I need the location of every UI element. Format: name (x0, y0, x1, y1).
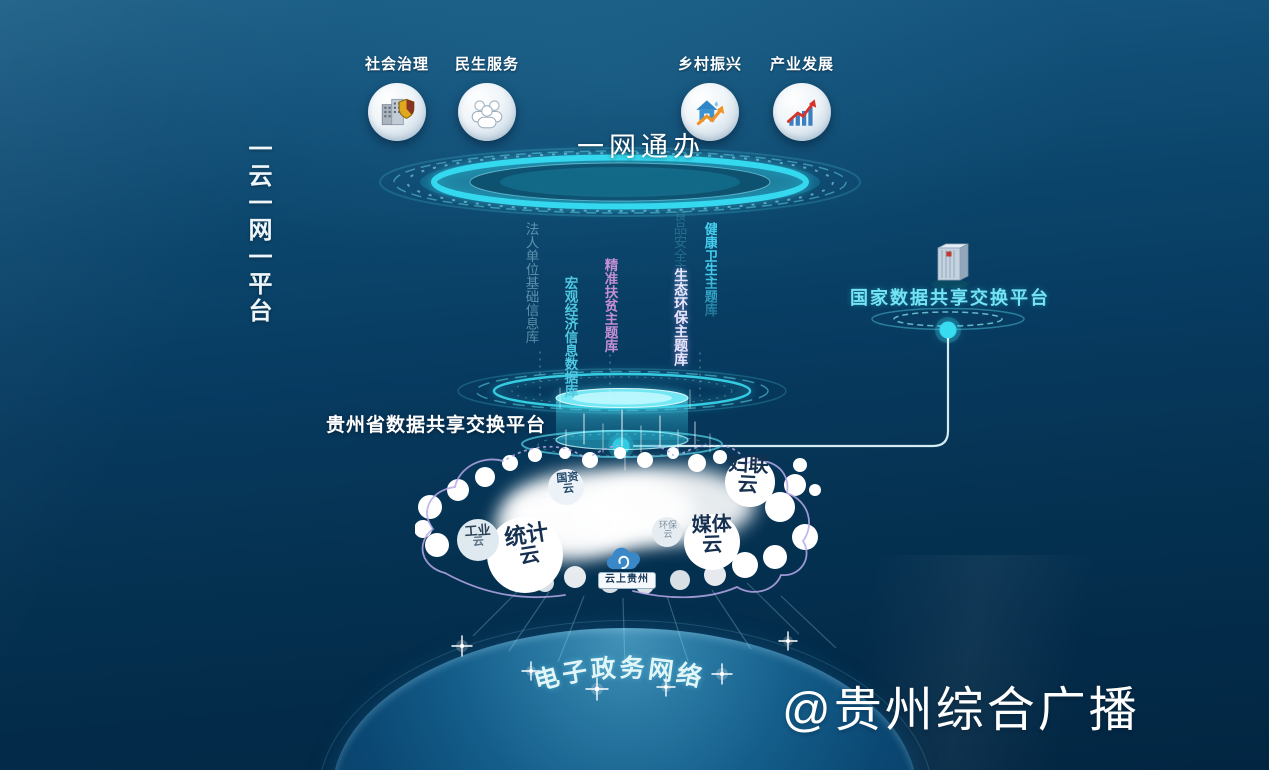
db-food-safety: 食品安全主题库 (671, 208, 687, 303)
db-macro-economy: 宏观经济信息数据库 (562, 276, 578, 398)
service-social-governance: 社会治理 (349, 53, 445, 141)
service-icon-circle (681, 83, 739, 141)
service-industry-development: 产业发展 (754, 53, 850, 141)
service-icon-circle (773, 83, 831, 141)
service-livelihood: 民生服务 (439, 53, 535, 141)
building-shield-icon (381, 98, 415, 126)
service-label: 产业发展 (769, 56, 834, 73)
cloud-label-state-assets: 国资 云 (555, 471, 579, 496)
db-poverty-alleviation: 精准扶贫主题库 (602, 258, 618, 353)
top-platform-ring (379, 147, 861, 217)
cloud-logo-badge: 云上贵州 (598, 572, 656, 589)
one-net-label: 一网通办 (577, 132, 705, 162)
left-vertical-title: 一云一网一平台 (244, 136, 271, 325)
db-ecology-environment: 生态环保主题库 (673, 268, 690, 366)
national-platform-ring (871, 307, 1025, 343)
cloud-swirl-logo-icon (606, 547, 640, 570)
service-label: 乡村振兴 (677, 56, 742, 73)
network-rays (472, 582, 837, 669)
sparkle-stars (451, 631, 798, 701)
cloud-label-media: 媒体 云 (691, 513, 733, 557)
house-growth-icon (696, 100, 725, 126)
broadcaster-watermark: @贵州综合广播 (782, 684, 1140, 737)
service-rural-revitalization: 乡村振兴 (662, 53, 758, 141)
national-platform-label: 国家数据共享交换平台 (850, 288, 1050, 308)
cloud-label-womens-federation: 妇联 云 (727, 452, 770, 497)
service-icon-circle (458, 83, 516, 141)
service-icon-circle (368, 83, 426, 141)
db-health: 健康卫生主题库 (702, 222, 718, 317)
db-legal-entity-base: 法人单位基础信息库 (523, 222, 539, 344)
server-cabinet-icon (931, 243, 969, 289)
cloud-label-environment: 环保 云 (658, 520, 677, 540)
people-group-icon (471, 100, 503, 129)
cloud-outline-purple (421, 445, 810, 599)
service-label: 民生服务 (454, 56, 519, 73)
chart-rise-icon (786, 99, 817, 126)
svg-text:电子政务网络: 电子政务网络 (531, 653, 708, 696)
rising-streaks (539, 351, 711, 471)
service-label: 社会治理 (364, 56, 429, 73)
provincial-platform-label: 贵州省数据共享交换平台 (326, 415, 547, 436)
